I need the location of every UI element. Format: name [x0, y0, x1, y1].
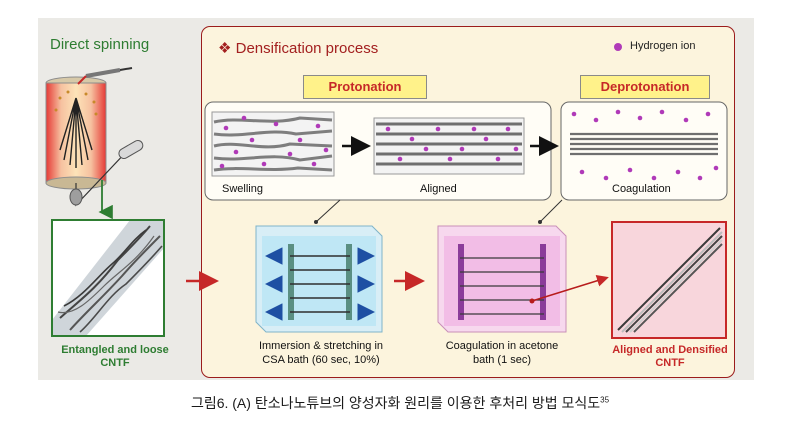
densification-title-text: Densification process	[235, 40, 379, 57]
swelling-bundle	[211, 111, 335, 177]
swelling-label: Swelling	[222, 183, 263, 195]
figure-caption-text: 그림6. (A) 탄소나노튜브의 양성자화 원리를 이용한 후처리 방법 모식도	[190, 395, 601, 411]
connector-protonation	[315, 199, 341, 223]
aligned-bundle	[373, 117, 525, 175]
csa-caption-line1: Immersion & stretching in	[258, 340, 384, 352]
acetone-bath	[437, 225, 567, 333]
densified-caption-line1: Aligned and Densified	[612, 344, 728, 356]
densified-caption-line2: CNTF	[655, 357, 685, 369]
entangled-caption-line2: CNTF	[100, 357, 130, 369]
acetone-bath-caption: Coagulation in acetone bath (1 sec)	[428, 339, 576, 367]
coagulation-label: Coagulation	[612, 183, 671, 195]
acetone-caption-line2: bath (1 sec)	[472, 354, 532, 366]
entangled-cntf-image	[51, 219, 165, 337]
entangled-caption-line1: Entangled and loose	[61, 344, 169, 356]
hydrogen-ion-legend: Hydrogen ion	[630, 40, 696, 52]
csa-bath	[255, 225, 383, 333]
direct-spinning-title: Direct spinning	[50, 36, 150, 53]
red-arrow-to-densified	[531, 274, 609, 302]
figure-caption-reference: 35	[600, 395, 610, 405]
densified-cntf-caption: Aligned and Densified CNTF	[600, 344, 740, 370]
acetone-caption-line1: Coagulation in acetone	[445, 340, 559, 352]
protonation-label: Protonation	[303, 75, 427, 99]
densification-title: ❖ Densification process	[218, 39, 378, 57]
deprotonation-box	[560, 101, 728, 201]
spinning-reactor	[45, 67, 144, 207]
hydrogen-ion-legend-dot	[614, 43, 622, 51]
figure-caption: 그림6. (A) 탄소나노튜브의 양성자화 원리를 이용한 후처리 방법 모식도…	[0, 393, 800, 413]
csa-caption-line2: CSA bath (60 sec, 10%)	[262, 354, 380, 366]
connector-deprotonation	[539, 199, 563, 223]
deprotonation-label: Deprotonation	[580, 75, 710, 99]
densification-marker-icon: ❖	[218, 40, 232, 57]
densified-cntf-image	[611, 221, 727, 339]
coagulation-bundle	[570, 109, 719, 181]
entangled-cntf-caption: Entangled and loose CNTF	[40, 344, 190, 370]
csa-bath-caption: Immersion & stretching in CSA bath (60 s…	[246, 339, 396, 367]
aligned-label: Aligned	[420, 183, 457, 195]
